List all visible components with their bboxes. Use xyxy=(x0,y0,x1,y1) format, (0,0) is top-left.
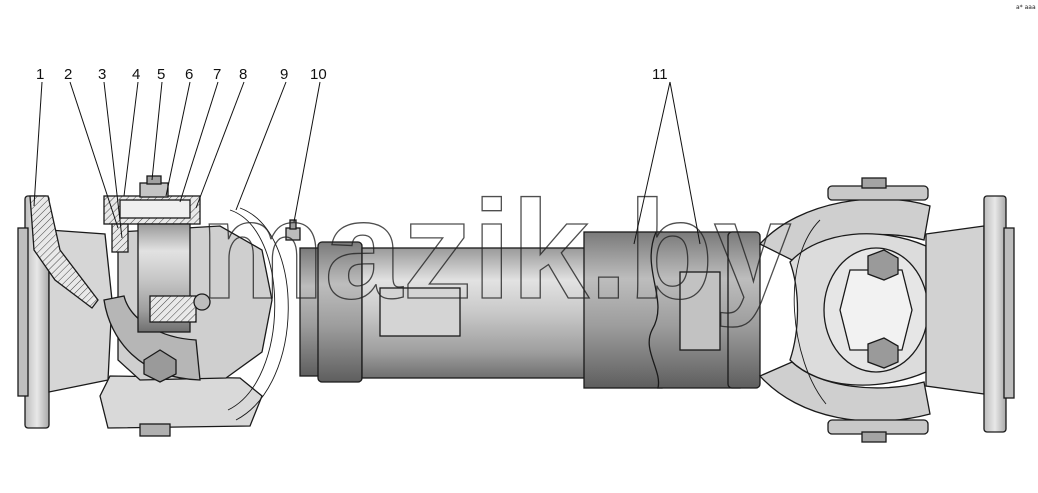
callout-4: 4 xyxy=(132,66,140,83)
watermark-text: mazik.by xyxy=(200,171,792,328)
right-yoke xyxy=(758,177,931,443)
callout-labels: 1 2 3 4 5 6 7 8 9 10 11 xyxy=(36,66,668,83)
callout-7: 7 xyxy=(213,66,221,83)
callout-9: 9 xyxy=(280,66,288,83)
callout-5: 5 xyxy=(157,66,165,83)
leader-lines xyxy=(33,81,701,245)
grease-nipple xyxy=(285,219,301,241)
corner-tag: а* ааа xyxy=(1016,4,1036,11)
spline-sleeve xyxy=(583,231,761,389)
left-bearing-cup-section xyxy=(103,175,211,437)
callout-2: 2 xyxy=(64,66,72,83)
callout-10: 10 xyxy=(310,66,327,83)
callout-8: 8 xyxy=(239,66,247,83)
callout-11: 11 xyxy=(652,66,668,83)
left-flange xyxy=(17,195,113,429)
callout-6: 6 xyxy=(185,66,193,83)
callout-3: 3 xyxy=(98,66,106,83)
callout-1: 1 xyxy=(36,66,44,83)
right-flange xyxy=(925,195,1015,433)
